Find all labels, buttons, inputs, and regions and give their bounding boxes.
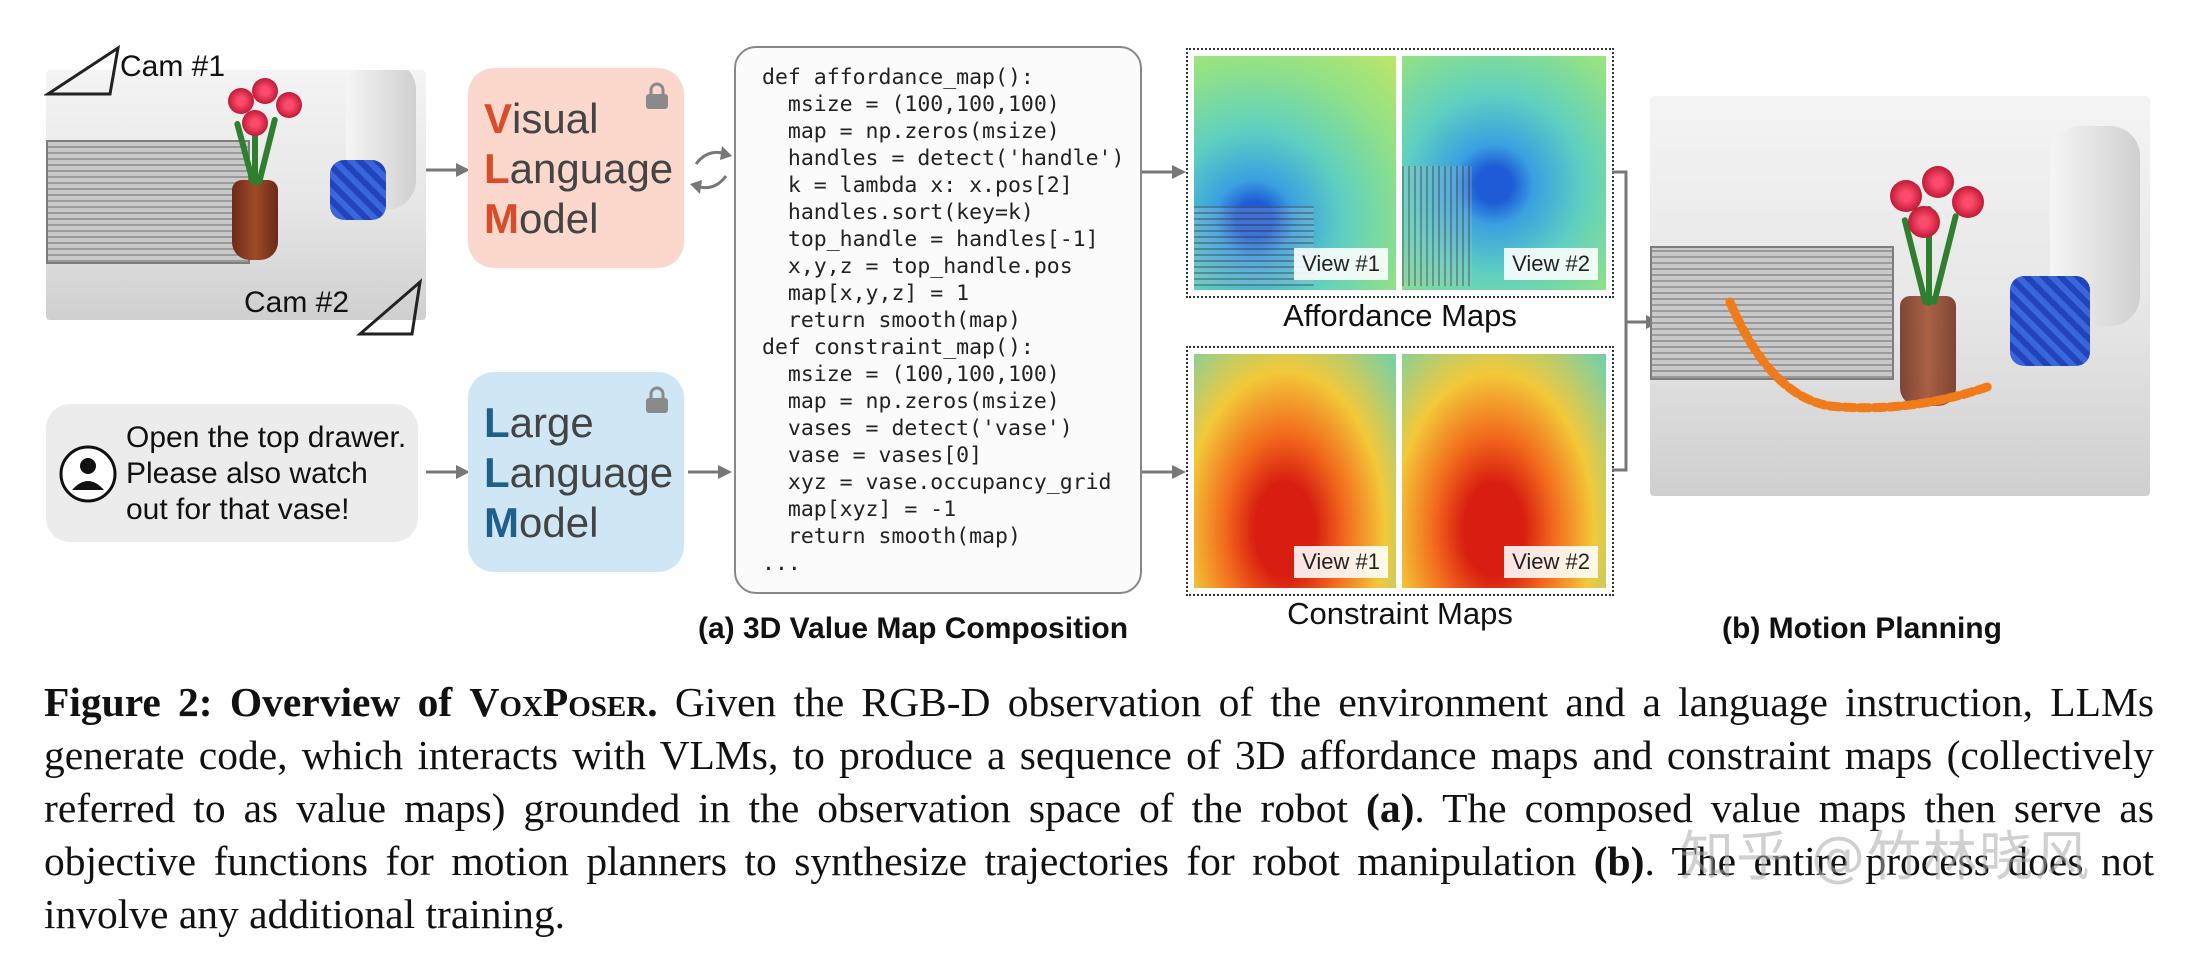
figure-caption: Figure 2: Overview of VoxPoser. Given th… <box>44 679 2155 937</box>
vase <box>232 180 278 260</box>
user-icon <box>59 445 117 503</box>
flower <box>276 92 302 118</box>
caption-ref-a: (a) <box>1366 785 1415 831</box>
cam1-label: Cam #1 <box>120 50 226 83</box>
caption-label: Figure 2: <box>44 679 213 725</box>
caption-method-name: VoxPoser <box>469 679 648 725</box>
flower <box>252 78 278 104</box>
subcaption-b: (b) Motion Planning <box>1722 612 2002 645</box>
caption-ref-b: (b) <box>1593 838 1645 884</box>
environment-scene <box>46 70 426 320</box>
caption-text: . The composed value maps then serve as … <box>44 785 2155 884</box>
affordance-map-view-1: View #1 <box>1194 56 1396 290</box>
camera-1-icon <box>44 44 121 96</box>
instruction-bubble: Open the top drawer. Please also watch o… <box>46 404 418 542</box>
instruction-line: Open the top drawer. <box>126 421 407 454</box>
flower <box>1952 186 1984 218</box>
flower <box>228 88 254 114</box>
arrow-code-to-constraint <box>1142 465 1186 479</box>
robot-gripper <box>330 160 386 220</box>
camera-2-icon <box>356 278 423 336</box>
robot-gripper <box>2010 276 2090 366</box>
flower <box>242 110 268 136</box>
caption-overview: Overview of <box>229 679 453 725</box>
llm-box: Large Language Model <box>468 372 684 572</box>
arrow-scene-to-vlm <box>426 163 470 177</box>
constraint-maps-group: View #1 View #2 <box>1186 346 1614 596</box>
instruction-line: Please also watch <box>126 457 368 490</box>
affordance-map-view-2: View #2 <box>1402 56 1606 290</box>
arrow-code-to-affordance <box>1142 165 1186 179</box>
planned-trajectory <box>1725 297 1995 413</box>
lock-icon <box>646 82 668 109</box>
vase <box>1900 296 1956 406</box>
constraint-map-view-1: View #1 <box>1194 354 1396 588</box>
cam2-label: Cam #2 <box>244 286 350 319</box>
arrow-instruction-to-llm <box>426 465 470 479</box>
generated-code-panel: def affordance_map(): msize = (100,100,1… <box>734 46 1142 594</box>
motion-planning-scene <box>1650 96 2150 496</box>
lock-icon <box>646 386 668 413</box>
drawer-cabinet <box>1650 246 1894 380</box>
caption-text: . The entire process does not involve an… <box>44 838 2154 937</box>
affordance-maps-group: View #1 View #2 <box>1186 48 1614 298</box>
instruction-line: out for that vase! <box>126 493 350 526</box>
affordance-maps-title: Affordance Maps <box>1283 298 1517 333</box>
arrow-llm-to-code <box>688 465 732 479</box>
caption-text: Given the RGB-D observation of the envir… <box>44 679 2155 831</box>
voxposer-overview-figure: Cam #1 Cam #2 Open the top drawer. Pleas… <box>44 44 2150 645</box>
flower <box>1922 166 1954 198</box>
drawer-cabinet <box>46 140 250 264</box>
subcaption-a: (a) 3D Value Map Composition <box>698 612 1129 645</box>
vlm-box: Visual Language Model <box>468 68 684 268</box>
flower <box>1908 206 1940 238</box>
interaction-cycle-icon <box>690 146 732 194</box>
generated-code: def affordance_map(): msize = (100,100,1… <box>762 65 1125 576</box>
watermark: 知乎 @竹林晓风 <box>1680 825 2092 888</box>
constraint-map-view-2: View #2 <box>1402 354 1606 588</box>
constraint-maps-title: Constraint Maps <box>1287 596 1513 631</box>
